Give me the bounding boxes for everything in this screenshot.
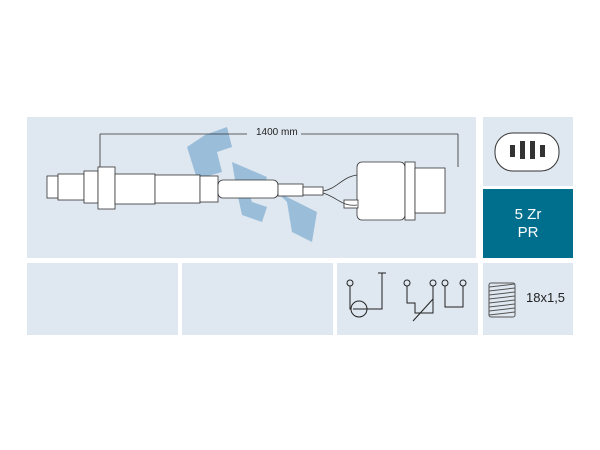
sensor-type-badge: 5 Zr PR — [483, 189, 573, 258]
empty-panel-1 — [27, 263, 178, 335]
thread-panel: 18x1,5 — [483, 263, 573, 335]
thread-size-label: 18x1,5 — [526, 290, 566, 305]
sensor-type-line1: 5 Zr — [514, 205, 542, 223]
empty-panel-2 — [182, 263, 333, 335]
fae-watermark — [187, 127, 317, 242]
oxygen-sensor-drawing — [46, 127, 459, 242]
circuit-diagram-icon — [346, 272, 467, 322]
circuit-panel — [337, 263, 478, 335]
sensor-type-line2: PR — [517, 223, 539, 241]
thread-icon — [488, 282, 516, 318]
connector-panel — [483, 117, 573, 186]
connector-face-icon — [494, 132, 560, 172]
sensor-drawing-panel: 1400 mm — [27, 117, 476, 258]
cable-length-label: 1400 mm — [253, 127, 301, 138]
